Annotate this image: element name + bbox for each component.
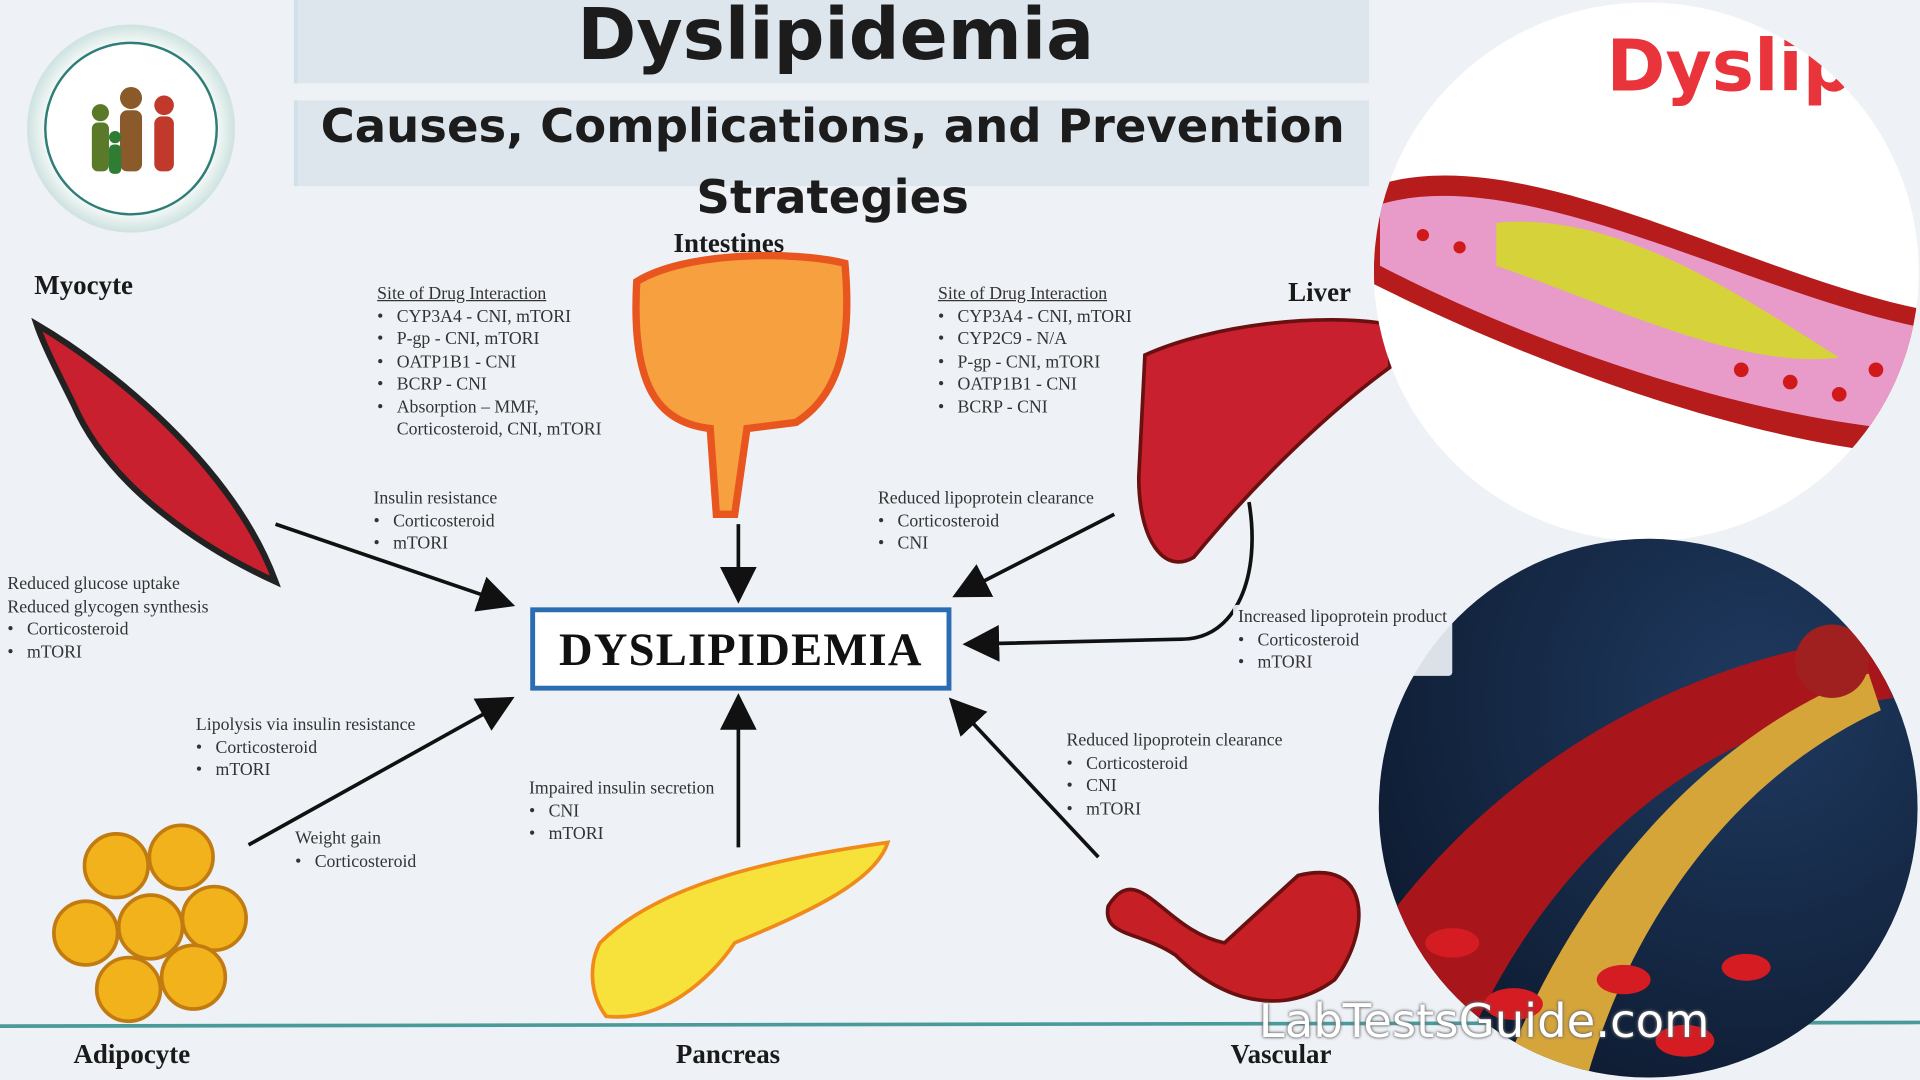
intestines-illustration	[632, 251, 851, 518]
label-liver: Liver	[1288, 276, 1352, 308]
note-liver-drug: Site of Drug Interaction CYP3A4 - CNI, m…	[938, 283, 1132, 419]
note-liver-clearance: Reduced lipoprotein clearance Corticoste…	[878, 487, 1094, 555]
artery-image-bottom	[1378, 538, 1918, 1078]
pancreas-illustration	[590, 840, 891, 1019]
label-adipocyte: Adipocyte	[73, 1038, 191, 1069]
label-pancreas: Pancreas	[675, 1038, 781, 1069]
note-vascular: Reduced lipoprotein clearance Corticoste…	[1067, 730, 1283, 821]
title-band	[293, 0, 1369, 84]
note-lipolysis: Lipolysis via insulin resistance Cortico…	[196, 714, 415, 782]
note-pancreas: Impaired insulin secretion CNImTORI	[529, 778, 714, 846]
page-subtitle: Causes, Complications, and Prevention St…	[320, 99, 1345, 225]
arrow-myocyte	[274, 522, 516, 612]
page-title: Dyslipidemia	[577, 0, 1095, 76]
watermark: LabTestsGuide.com	[1258, 994, 1710, 1049]
muscle-illustration	[31, 317, 281, 588]
label-vascular: Vascular	[1230, 1038, 1332, 1069]
note-insulin: Insulin resistance CorticosteroidmTORI	[373, 487, 497, 555]
note-intestines-drug: Site of Drug Interaction CYP3A4 - CNI, m…	[377, 283, 617, 442]
arrow-vascular	[948, 697, 1100, 859]
note-weight: Weight gain Corticosteroid	[295, 828, 416, 873]
note-liver-production: Increased lipoprotein product Corticoste…	[1233, 604, 1452, 676]
center-dyslipidemia-box: DYSLIPIDEMIA	[530, 607, 952, 691]
artery-image-top: Dyslipi	[1373, 2, 1919, 542]
vessel-illustration	[1105, 870, 1361, 1003]
subtitle-band	[293, 100, 1369, 187]
liver-illustration	[1136, 317, 1392, 564]
adipocyte-illustration	[52, 823, 248, 1024]
label-myocyte: Myocyte	[34, 269, 134, 301]
arrow-liver-production	[962, 501, 1254, 662]
logo	[26, 24, 236, 233]
